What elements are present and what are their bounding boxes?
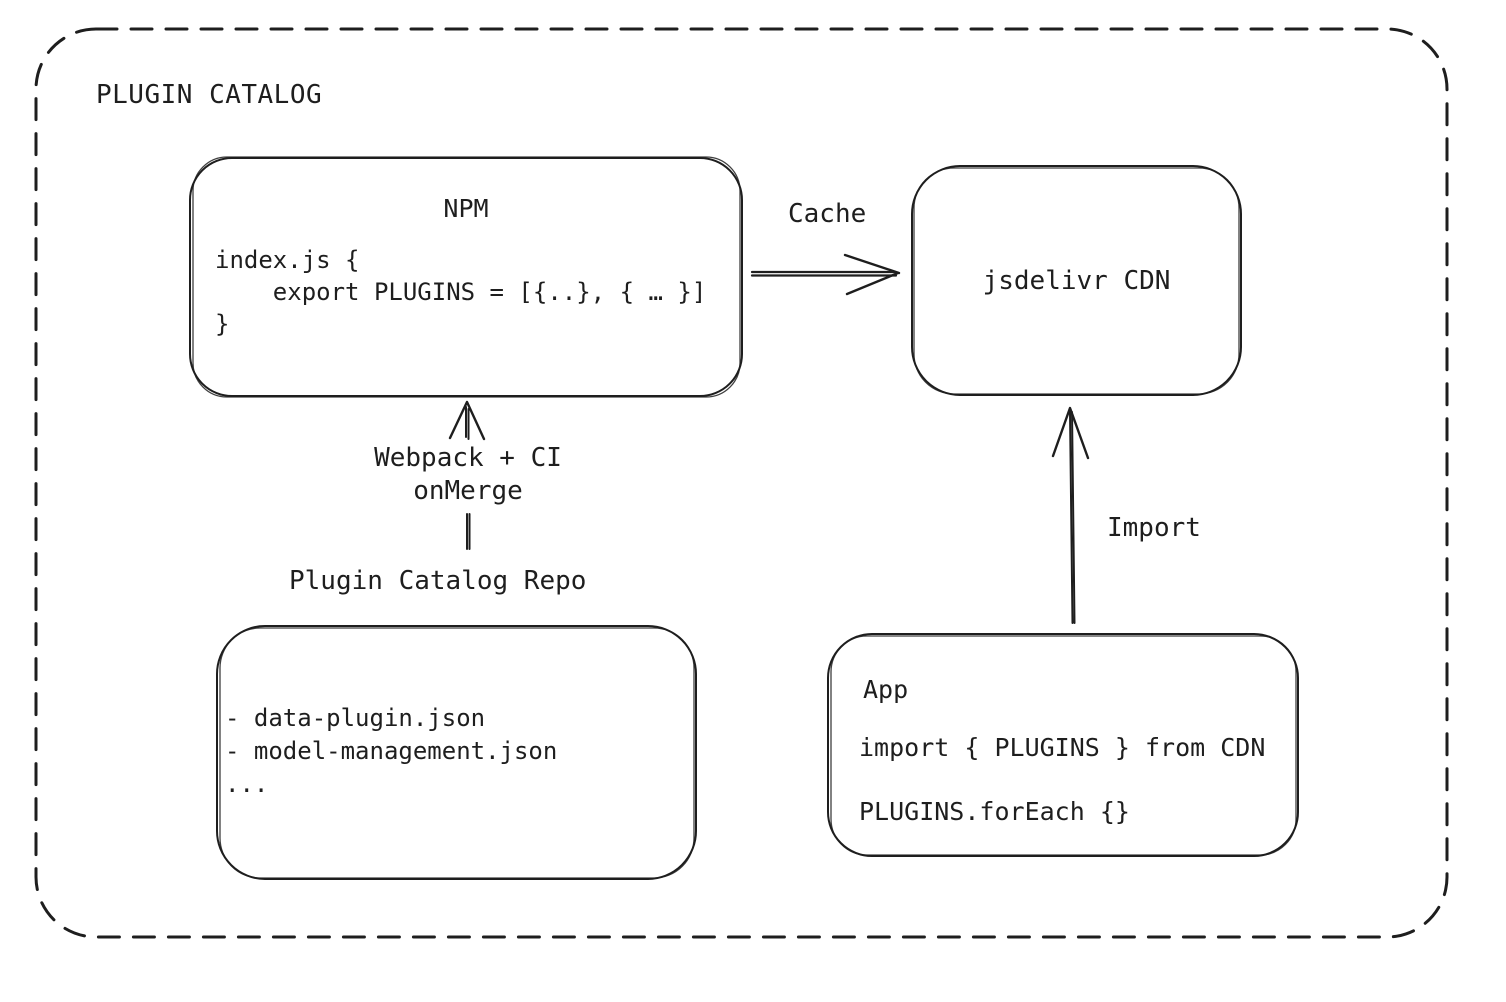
npm-title: NPM — [443, 194, 489, 223]
app-title: App — [863, 675, 909, 704]
import-arrow — [1051, 406, 1090, 624]
cdn-node: jsdelivr CDN — [910, 164, 1243, 397]
app-foreach-line: PLUGINS.forEach {} — [859, 797, 1130, 826]
repo-box-outline — [216, 625, 697, 880]
repo-file-list: - data-plugin.json - model-management.js… — [225, 704, 558, 798]
cdn-box-outline — [911, 165, 1242, 396]
cdn-title: jsdelivr CDN — [982, 265, 1171, 296]
cache-arrow-label: Cache — [788, 199, 867, 229]
app-node: App import { PLUGINS } from CDN PLUGINS.… — [826, 632, 1300, 858]
diagram-title: PLUGIN CATALOG — [96, 80, 323, 110]
npm-code: index.js { export PLUGINS = [{..}, { … }… — [215, 246, 707, 338]
cache-arrow — [750, 253, 901, 296]
build-arrow — [448, 400, 486, 550]
npm-box-outline — [189, 156, 743, 398]
app-box-outline — [827, 633, 1299, 857]
repo-heading: Plugin Catalog Repo — [289, 566, 587, 596]
npm-node: NPM index.js { export PLUGINS = [{..}, {… — [188, 156, 744, 398]
import-arrow-label: Import — [1107, 513, 1201, 543]
build-arrow-label: Webpack + CI onMerge — [374, 443, 562, 506]
app-import-line: import { PLUGINS } from CDN — [859, 733, 1266, 762]
repo-node: - data-plugin.json - model-management.js… — [215, 624, 698, 881]
